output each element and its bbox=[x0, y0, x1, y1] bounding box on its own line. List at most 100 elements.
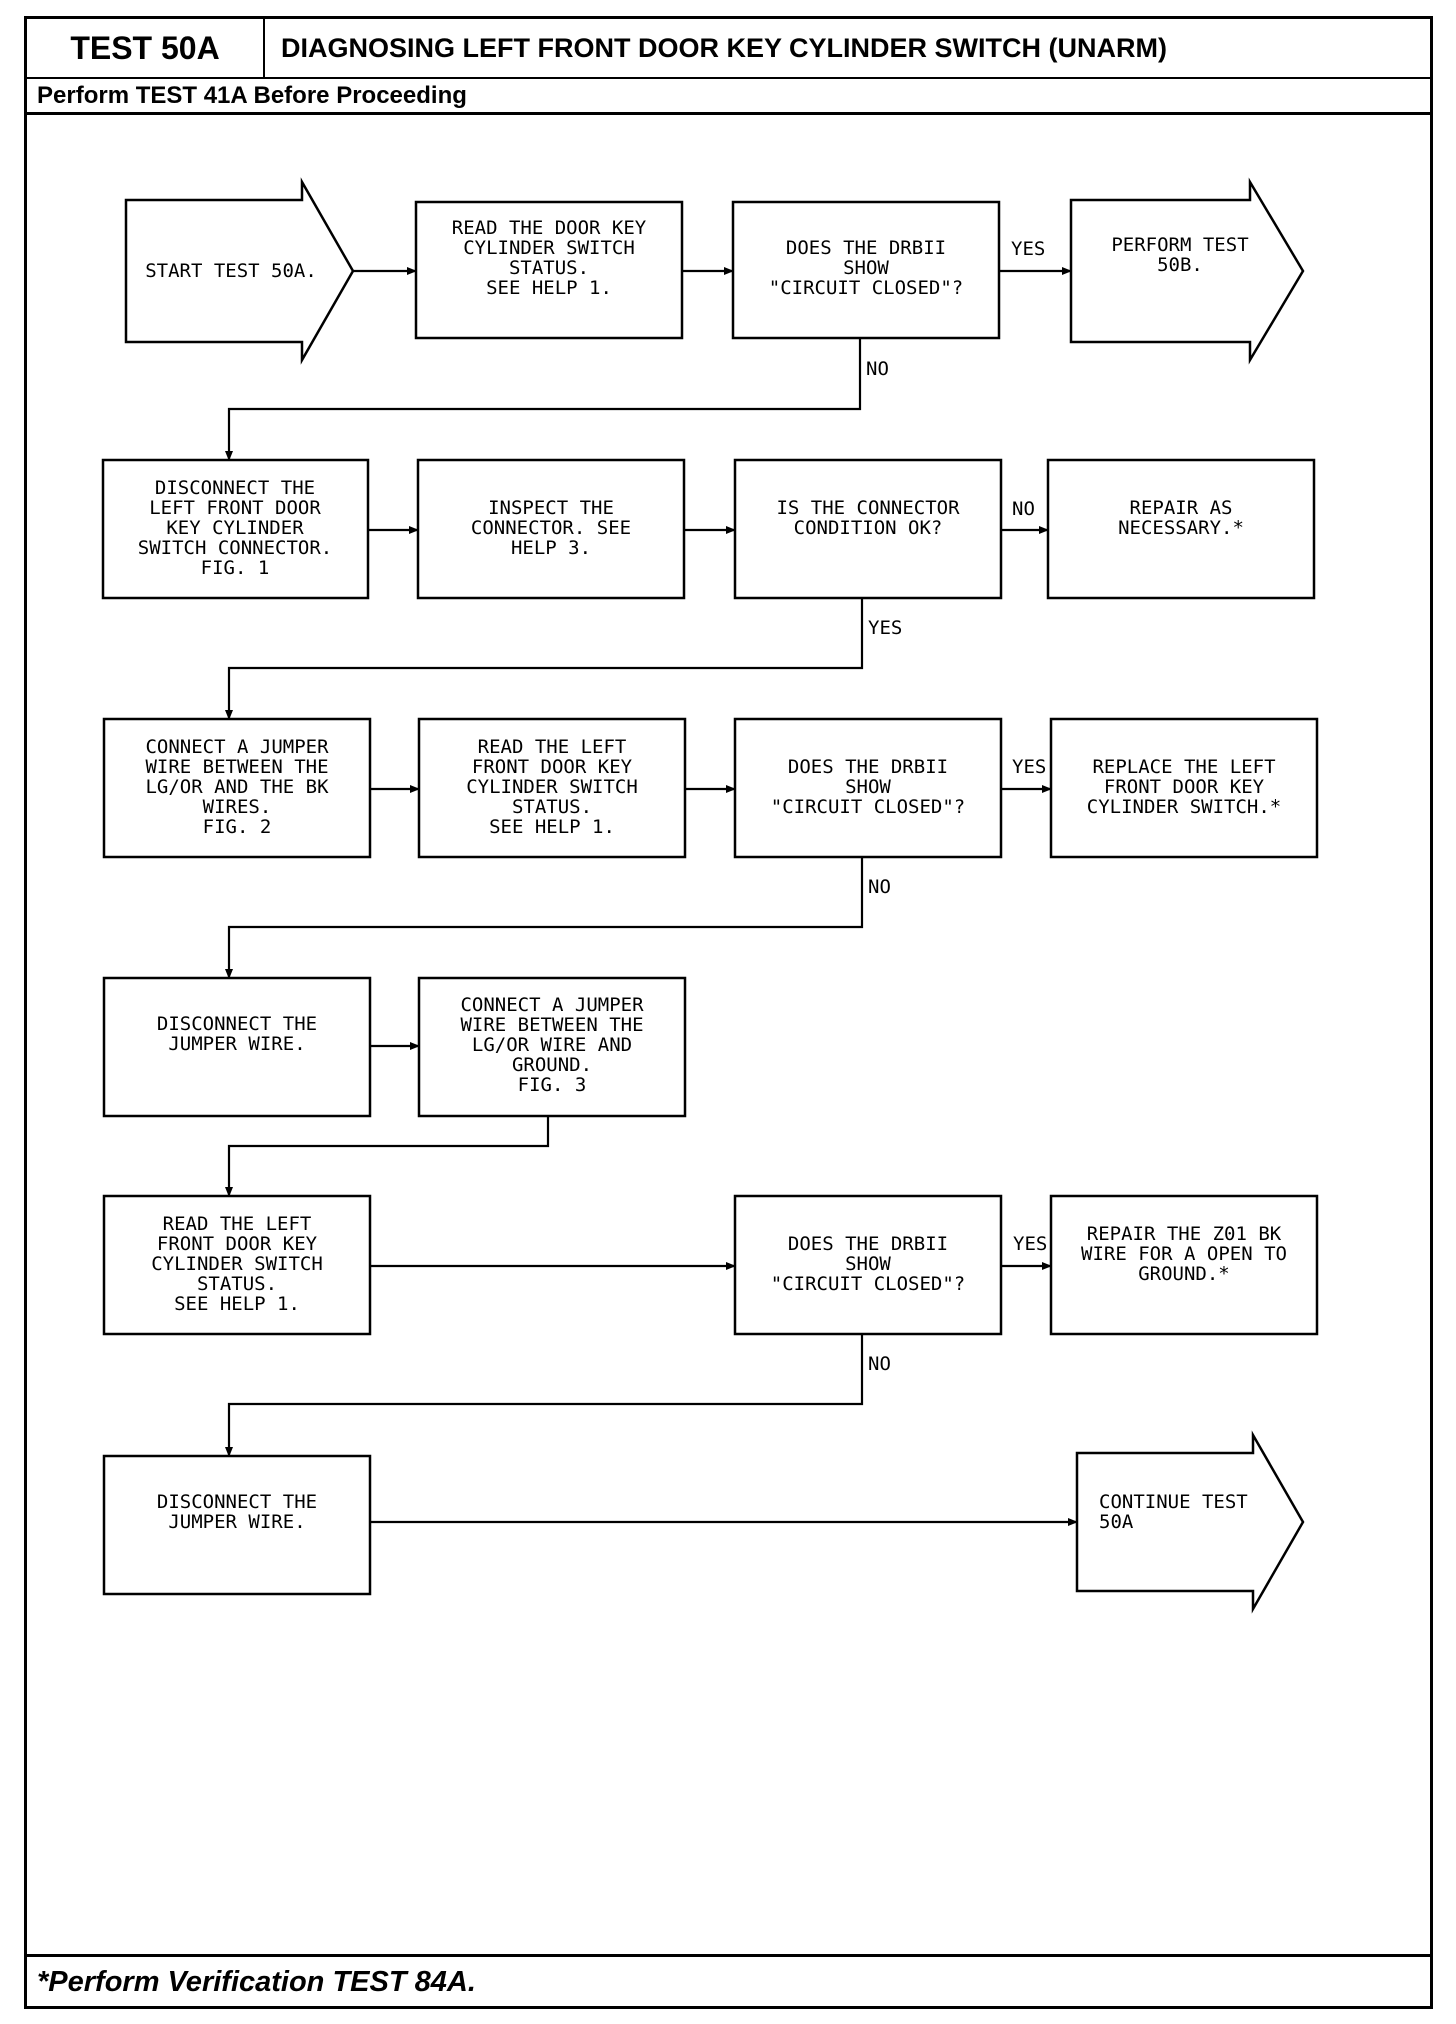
read-status-2-box bbox=[417, 717, 687, 859]
arrow-decision2-yes bbox=[225, 598, 864, 720]
node-text-line: HELP 3. bbox=[511, 537, 591, 559]
node-text-line: CYLINDER SWITCH.* bbox=[1087, 796, 1281, 818]
disconnect-jumper-2-box bbox=[102, 1454, 372, 1596]
node-text-line: WIRE BETWEEN THE bbox=[460, 1014, 643, 1036]
node-text-line: SEE HELP 1. bbox=[489, 816, 615, 838]
read-status-1-box bbox=[414, 200, 684, 340]
node-text-line: CYLINDER SWITCH bbox=[463, 237, 635, 259]
label-no-3: NO bbox=[868, 876, 891, 898]
node-text-line: NECESSARY.* bbox=[1118, 517, 1244, 539]
node-text-line: PERFORM TEST bbox=[1111, 234, 1248, 256]
decision-4-box bbox=[733, 1194, 1003, 1336]
node-text-line: REPLACE THE LEFT bbox=[1092, 756, 1275, 778]
node-text-line: FRONT DOOR KEY bbox=[1104, 776, 1265, 798]
continue-50a-arrow-shape bbox=[1075, 1430, 1305, 1614]
read-status-3-box bbox=[102, 1194, 372, 1336]
node-text-line: "CIRCUIT CLOSED"? bbox=[771, 1273, 965, 1295]
node-text-line: STATUS. bbox=[197, 1273, 277, 1295]
label-yes-2: YES bbox=[868, 617, 902, 639]
arrow-decision3-no bbox=[225, 857, 864, 979]
node-text-line: IS THE CONNECTOR bbox=[776, 497, 960, 519]
node-text-line: FIG. 2 bbox=[203, 816, 272, 838]
node-text-line: READ THE LEFT bbox=[163, 1213, 312, 1235]
node-text-line: WIRE FOR A OPEN TO bbox=[1081, 1243, 1287, 1265]
node-text-line: CONNECT A JUMPER bbox=[145, 736, 329, 758]
node-text-line: CYLINDER SWITCH bbox=[151, 1253, 323, 1275]
node-text-line: STATUS. bbox=[509, 257, 589, 279]
start-text: START TEST 50A. bbox=[145, 260, 317, 282]
decision-3-box bbox=[733, 717, 1003, 859]
replace-switch-box bbox=[1049, 717, 1319, 859]
label-no-4: NO bbox=[868, 1353, 891, 1375]
node-text-line: KEY CYLINDER bbox=[166, 517, 304, 539]
node-text-line: DISCONNECT THE bbox=[157, 1491, 317, 1513]
node-text-line: REPAIR AS bbox=[1130, 497, 1233, 519]
arrow-decision4-no bbox=[225, 1334, 864, 1457]
node-text-line: SEE HELP 1. bbox=[486, 277, 612, 299]
node-text-line: DISCONNECT THE bbox=[155, 477, 315, 499]
test-title: DIAGNOSING LEFT FRONT DOOR KEY CYLINDER … bbox=[281, 32, 1167, 63]
arrow-decision1-no bbox=[225, 338, 862, 461]
node-text-line: START TEST 50A. bbox=[145, 260, 317, 282]
node-text-line: 50A bbox=[1099, 1511, 1134, 1533]
node-text-line: REPAIR THE Z01 BK bbox=[1087, 1223, 1282, 1245]
disconnect-jumper-1-box bbox=[102, 976, 372, 1118]
arrow-connect-ground-to-read3 bbox=[225, 1116, 550, 1197]
footer-note: *Perform Verification TEST 84A. bbox=[27, 1954, 1430, 2006]
label-no-2: NO bbox=[1012, 498, 1035, 520]
node-text-line: READ THE LEFT bbox=[478, 736, 627, 758]
node-text-line: SEE HELP 1. bbox=[174, 1293, 300, 1315]
node-text-line: DISCONNECT THE bbox=[157, 1013, 317, 1035]
node-text-line: CONNECTOR. SEE bbox=[471, 517, 631, 539]
node-text-line: FIG. 1 bbox=[201, 557, 270, 579]
node-text-line: SWITCH CONNECTOR. bbox=[138, 537, 332, 559]
node-text-line: "CIRCUIT CLOSED"? bbox=[769, 277, 963, 299]
node-text-line: READ THE DOOR KEY bbox=[452, 217, 647, 239]
label-no-1: NO bbox=[866, 358, 889, 380]
node-text-line: "CIRCUIT CLOSED"? bbox=[771, 796, 965, 818]
prerequisite-note: Perform TEST 41A Before Proceeding bbox=[27, 79, 1430, 115]
test-id: TEST 50A bbox=[27, 19, 265, 77]
node-text-line: CONTINUE TEST bbox=[1099, 1491, 1248, 1513]
node-text-line: WIRE BETWEEN THE bbox=[145, 756, 328, 778]
node-text-line: 50B. bbox=[1157, 254, 1203, 276]
label-yes-1: YES bbox=[1011, 238, 1045, 260]
decision-1-box bbox=[731, 200, 1001, 340]
node-text-line: STATUS. bbox=[512, 796, 592, 818]
disconnect-connector-box bbox=[101, 458, 370, 600]
node-text-line: LG/OR WIRE AND bbox=[472, 1034, 632, 1056]
node-text-line: CYLINDER SWITCH bbox=[466, 776, 638, 798]
node-text-line: CONNECT A JUMPER bbox=[460, 994, 644, 1016]
node-text-line: DOES THE DRBII bbox=[788, 756, 948, 778]
node-text-line: SHOW bbox=[845, 1253, 891, 1275]
node-text-line: INSPECT THE bbox=[488, 497, 614, 519]
header-bar: TEST 50A DIAGNOSING LEFT FRONT DOOR KEY … bbox=[27, 19, 1430, 79]
node-text-line: CONDITION OK? bbox=[794, 517, 943, 539]
node-text-line: GROUND.* bbox=[1138, 1263, 1230, 1285]
node-text-line: FIG. 3 bbox=[518, 1074, 587, 1096]
page-frame: TEST 50A DIAGNOSING LEFT FRONT DOOR KEY … bbox=[24, 16, 1433, 2009]
node-text-line: FRONT DOOR KEY bbox=[157, 1233, 318, 1255]
node-text-line: JUMPER WIRE. bbox=[168, 1033, 305, 1055]
label-yes-3: YES bbox=[1012, 756, 1046, 778]
node-text-line: GROUND. bbox=[512, 1054, 592, 1076]
node-text-line: JUMPER WIRE. bbox=[168, 1511, 305, 1533]
node-text-line: SHOW bbox=[845, 776, 891, 798]
